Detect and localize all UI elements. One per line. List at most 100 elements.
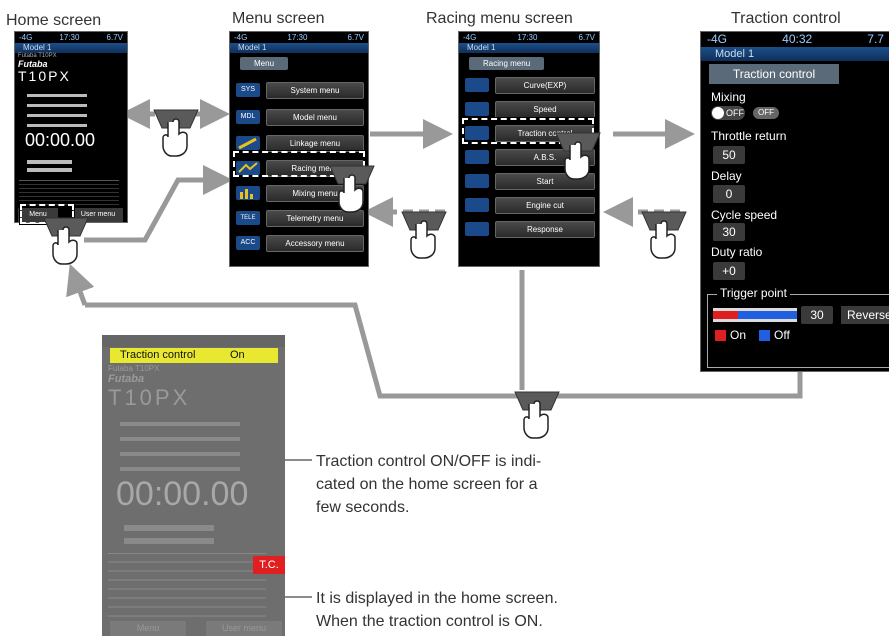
menu-item-mixing[interactable]: Mixing menu (266, 185, 364, 202)
menu-title: Menu (240, 57, 289, 70)
menu-status-batt: 6.7V (347, 33, 364, 42)
zoom-menu-button[interactable]: Menu (110, 621, 186, 636)
menu-item-system[interactable]: System menu (266, 82, 364, 99)
racing-traction-highlight (461, 117, 595, 145)
legend-off-swatch (759, 330, 770, 341)
zoom-status-bar (102, 335, 285, 347)
menu-item-telemetry[interactable]: Telemetry menu (266, 210, 364, 227)
legend-on-label: On (730, 328, 747, 342)
delay-value[interactable]: 0 (713, 185, 745, 203)
menu-item-linkage[interactable]: Linkage menu (266, 135, 364, 152)
racing-screen: -4G 17:30 6.7V Model 1 Racing menu Curve(E… (458, 31, 600, 267)
mixing-toggle-knob (712, 107, 724, 119)
mixing-state: OFF (753, 107, 779, 119)
note-banner: Traction control ON/OFF is indi- cated o… (316, 450, 541, 519)
menu-model: Model 1 (238, 43, 267, 52)
reverse-button[interactable]: Reverse (841, 306, 889, 324)
zoom-timer-bar-2 (124, 538, 214, 544)
racing-item-curve[interactable]: Curve(EXP) (495, 77, 595, 94)
duty-ratio-value[interactable]: +0 (713, 262, 745, 280)
curve-icon (465, 78, 489, 92)
racing-model: Model 1 (467, 43, 496, 52)
mixing-toggle[interactable]: OFF (711, 106, 745, 120)
arrow-home-mixing (84, 165, 233, 243)
zoom-home-screen: Traction control On Futaba T10PX Futaba … (102, 335, 285, 636)
speed-icon (465, 102, 489, 116)
abs-icon (465, 150, 489, 164)
zoom-product: T10PX (108, 385, 191, 410)
zoom-list (108, 553, 266, 620)
note-banner-line-1: Traction control ON/OFF is indi- (316, 453, 542, 470)
racing-item-start[interactable]: Start (495, 173, 595, 190)
home-trim-bar-4 (27, 124, 87, 127)
response-icon (465, 222, 489, 236)
delay-label: Delay (711, 169, 742, 183)
model-icon: MDL (236, 110, 260, 124)
zoom-user-menu-button[interactable]: User menu (206, 621, 282, 636)
note-tc-line-2: When the traction control is ON. (316, 613, 543, 630)
menu-status-bar: -4G 17:30 6.7V (230, 32, 368, 43)
caption-traction: Traction control (731, 10, 841, 27)
home-user: Futaba T10PX (18, 53, 57, 59)
racing-title: Racing menu (469, 57, 545, 70)
throttle-return-value[interactable]: 50 (713, 146, 745, 164)
trigger-gauge (713, 308, 797, 322)
menu-screen: -4G 17:30 6.7V Model 1 Menu SYS System men… (229, 31, 369, 267)
racing-item-speed[interactable]: Speed (495, 101, 595, 118)
home-logo: Futaba (18, 59, 48, 69)
cycle-speed-value[interactable]: 30 (713, 223, 745, 241)
racing-status-time: 17:30 (517, 33, 538, 42)
caption-racing: Racing menu screen (426, 10, 573, 27)
home-trim-bar-3 (27, 114, 87, 117)
home-model-bar: Model 1 (15, 43, 127, 53)
mixing-label: Mixing (711, 90, 746, 104)
note-banner-line-3: few seconds. (316, 499, 410, 516)
traction-model: Model 1 (715, 48, 755, 60)
cycle-speed-label: Cycle speed (711, 208, 778, 222)
menu-item-model[interactable]: Model menu (266, 109, 364, 126)
note-banner-line-2: cated on the home screen for a (316, 476, 538, 493)
legend-off-label: Off (774, 328, 790, 342)
menu-model-bar: Model 1 (230, 43, 368, 53)
sys-icon: SYS (236, 83, 260, 97)
home-trim-bar-1 (27, 94, 87, 97)
zoom-trim-bar-4 (120, 467, 240, 471)
zoom-timer: 00:00.00 (116, 475, 249, 513)
racing-model-bar: Model 1 (459, 43, 599, 53)
zoom-trim-bar-2 (120, 437, 240, 441)
trigger-value[interactable]: 30 (801, 306, 833, 324)
racing-item-response[interactable]: Response (495, 221, 595, 238)
racing-item-abs[interactable]: A.B.S. (495, 149, 595, 166)
engine-cut-icon (465, 198, 489, 212)
trigger-label: Trigger point (717, 286, 790, 300)
racing-status-batt: 6.7V (578, 33, 595, 42)
home-trim-bar-2 (27, 104, 87, 107)
zoom-trim-bar-1 (120, 422, 240, 426)
zoom-banner-state: On (230, 349, 245, 361)
home-status-batt: 6.7V (106, 33, 123, 42)
racing-icon (236, 161, 260, 175)
home-timer-bar-1 (27, 160, 72, 164)
home-status-time: 17:30 (59, 33, 80, 42)
racing-status-left: -4G (463, 33, 477, 42)
legend-on-swatch (715, 330, 726, 341)
home-user-menu-button[interactable]: User menu (73, 208, 123, 222)
racing-item-engine-cut[interactable]: Engine cut (495, 197, 595, 214)
zoom-timer-bar-1 (124, 525, 214, 531)
caption-menu: Menu screen (232, 10, 325, 27)
throttle-return-label: Throttle return (711, 129, 787, 143)
traction-status-left: -4G (707, 32, 728, 46)
traction-model-bar: Model 1 (701, 47, 889, 61)
zoom-logo: Futaba (108, 373, 145, 385)
menu-status-left: -4G (234, 33, 248, 42)
menu-item-accessory[interactable]: Accessory menu (266, 235, 364, 252)
traction-status-time: 40:32 (782, 32, 813, 46)
caption-home: Home screen (6, 12, 102, 29)
linkage-icon (236, 136, 260, 150)
menu-racing-highlight (232, 150, 366, 178)
racing-status-bar: -4G 17:30 6.7V (459, 32, 599, 43)
menu-status-time: 17:30 (287, 33, 308, 42)
